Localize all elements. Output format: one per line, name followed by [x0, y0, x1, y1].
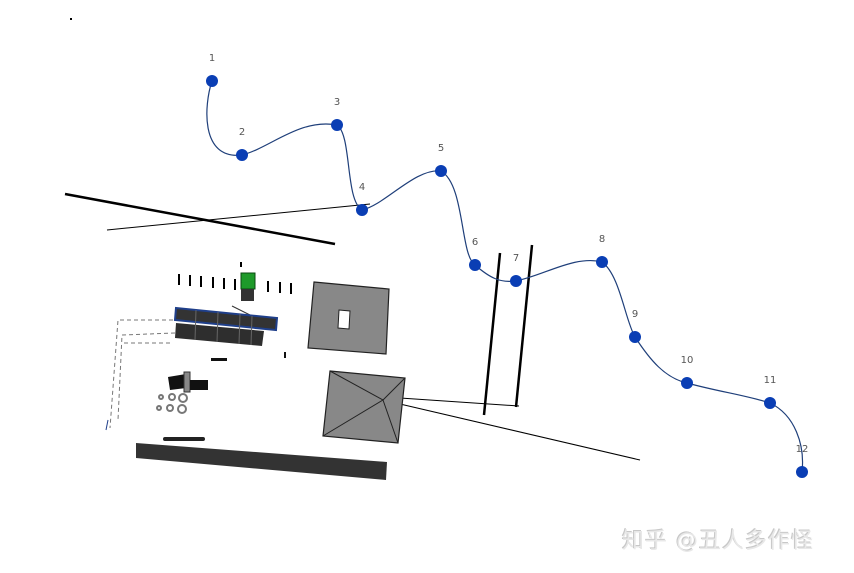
dashed-boundary [109, 319, 180, 429]
route-point-1[interactable] [206, 75, 218, 87]
route-point-label: 6 [472, 237, 478, 248]
green-marker [240, 272, 256, 290]
route-point-11[interactable] [764, 397, 776, 409]
pyramid-roof-building [322, 370, 406, 444]
route-point-12[interactable] [796, 466, 808, 478]
equipment-cluster [156, 371, 208, 414]
boundary-line-thick [64, 192, 336, 246]
route-point-10[interactable] [681, 377, 693, 389]
connector-line [399, 397, 520, 407]
stray-dot [70, 18, 72, 20]
marker-base [241, 289, 254, 301]
route-point-label: 11 [764, 375, 777, 386]
route-point-label: 7 [513, 253, 519, 264]
route-point-label: 12 [796, 444, 809, 455]
route-point-2[interactable] [236, 149, 248, 161]
route-point-label: 2 [239, 127, 245, 138]
route-point-5[interactable] [435, 165, 447, 177]
route-point-label: 9 [632, 309, 638, 320]
route-point-label: 5 [438, 143, 444, 154]
fence-posts [178, 262, 292, 294]
route-point-label: 10 [681, 355, 694, 366]
long-building-bar [136, 443, 387, 480]
route-point-7[interactable] [510, 275, 522, 287]
road-line-right [514, 244, 534, 408]
blue-tick [105, 419, 109, 431]
building-with-courtyard [307, 281, 390, 355]
route-point-label: 4 [359, 182, 365, 193]
watermark: 知乎 @丑人多作怪 [622, 529, 814, 554]
route-point-9[interactable] [629, 331, 641, 343]
route-point-6[interactable] [469, 259, 481, 271]
route-path [206, 80, 804, 473]
route-point-label: 1 [209, 53, 215, 64]
route-point-label: 3 [334, 97, 340, 108]
boundary-line-thin [106, 203, 371, 231]
long-diagonal-line [399, 403, 641, 461]
route-point-3[interactable] [331, 119, 343, 131]
route-point-8[interactable] [596, 256, 608, 268]
route-point-4[interactable] [356, 204, 368, 216]
solar-panel-array [173, 306, 279, 346]
route-point-label: 8 [599, 234, 605, 245]
